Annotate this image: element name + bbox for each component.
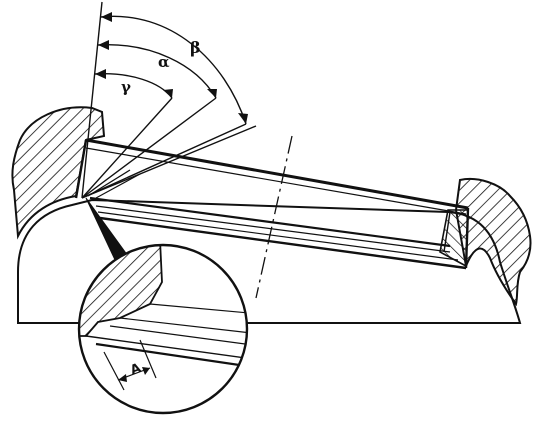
angle-arrowheads xyxy=(95,12,248,124)
gamma-label: γ xyxy=(121,78,131,96)
beta-label: β xyxy=(190,38,201,57)
angle-reference-lines xyxy=(81,1,257,199)
right-clamp-block xyxy=(454,178,532,307)
dimension-a-label: A xyxy=(128,361,143,379)
blade-bar xyxy=(74,138,470,270)
left-clamp-block xyxy=(11,106,106,240)
center-line xyxy=(255,135,293,299)
angle-arcs xyxy=(94,15,247,125)
right-tip-section xyxy=(439,209,469,268)
alpha-label: α xyxy=(158,53,170,71)
